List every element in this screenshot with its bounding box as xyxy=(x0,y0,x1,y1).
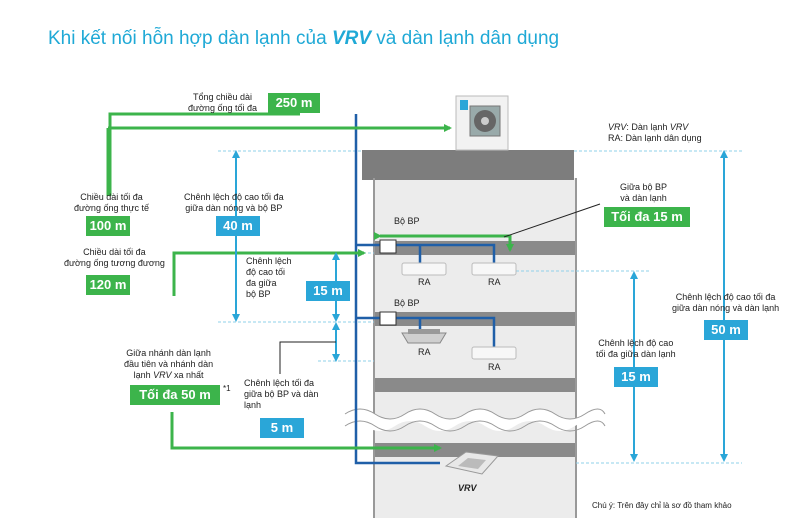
floor-slab-3 xyxy=(374,378,576,392)
branch-length-label: Giữa nhánh dàn lạnh đầu tiên và nhánh dà… xyxy=(124,348,214,380)
outdoor-unit xyxy=(455,95,509,151)
outdoor-bp-value: 40 m xyxy=(216,216,260,236)
actual-length-value: 100 m xyxy=(86,216,130,236)
equiv-length-label: Chiều dài tối đa đường ống tương đương xyxy=(64,247,165,268)
total-length-label: Tổng chiều dài đường ống tối đa xyxy=(188,92,257,113)
ra-unit-4 xyxy=(471,346,517,360)
ra-unit-3 xyxy=(401,332,447,344)
bp-unit-1 xyxy=(379,239,397,254)
bp-unit-2-label: Bộ BP xyxy=(394,298,420,308)
vrv-unit-label: VRV xyxy=(458,483,477,493)
outdoor-indoor-label: Chênh lệch độ cao tối đa giữa dàn nóng v… xyxy=(672,292,780,313)
green-length-lines xyxy=(106,112,514,452)
bp-ra-length-label: Giữa bộ BP và dàn lạnh xyxy=(620,182,668,203)
bp-ra-label: Chênh lệch tối đa giữa bộ BP và dàn lạnh xyxy=(244,378,319,410)
outdoor-indoor-value: 50 m xyxy=(704,320,748,340)
ra-label-2: RA xyxy=(488,277,501,287)
outdoor-bp-label: Chênh lệch độ cao tối đa giữa dàn nóng v… xyxy=(184,192,284,213)
bp-unit-1-label: Bộ BP xyxy=(394,216,420,226)
page-title: Khi kết nối hỗn hợp dàn lạnh của VRV và … xyxy=(48,28,560,49)
ra-label-3: RA xyxy=(418,347,431,357)
equiv-length-value: 120 m xyxy=(86,275,130,295)
total-length-value: 250 m xyxy=(268,93,320,113)
ra-label-1: RA xyxy=(418,277,431,287)
between-bp-label: Chênh lệch độ cao tối đa giữa bộ BP xyxy=(246,256,292,299)
roof-slab xyxy=(362,150,574,180)
break-mark xyxy=(345,409,605,431)
indoor-height-value: 15 m xyxy=(614,367,658,387)
leader-lines xyxy=(279,203,601,374)
vrv-cassette-unit xyxy=(444,451,500,475)
floor-slab-1 xyxy=(374,241,576,255)
footnote: Chú ý: Trên đây chỉ là sơ đồ tham khảo xyxy=(592,501,732,510)
ra-unit-2 xyxy=(471,262,517,276)
branch-note: *1 xyxy=(223,384,231,393)
actual-length-label: Chiều dài tối đa đường ống thực tế xyxy=(74,192,149,213)
bp-unit-2 xyxy=(379,311,397,326)
ra-label-4: RA xyxy=(488,362,501,372)
legend: VRV: Dàn lạnh VRV RA: Dàn lạnh dân dụng xyxy=(608,122,702,143)
indoor-height-label: Chênh lệch độ cao tối đa giữa dàn lạnh xyxy=(596,338,676,359)
bp-ra-value: 5 m xyxy=(260,418,304,438)
between-bp-value: 15 m xyxy=(306,281,350,301)
bp-ra-length-value: Tối đa 15 m xyxy=(604,207,690,227)
ra-unit-1 xyxy=(401,262,447,276)
branch-length-value: Tối đa 50 m xyxy=(130,385,220,405)
